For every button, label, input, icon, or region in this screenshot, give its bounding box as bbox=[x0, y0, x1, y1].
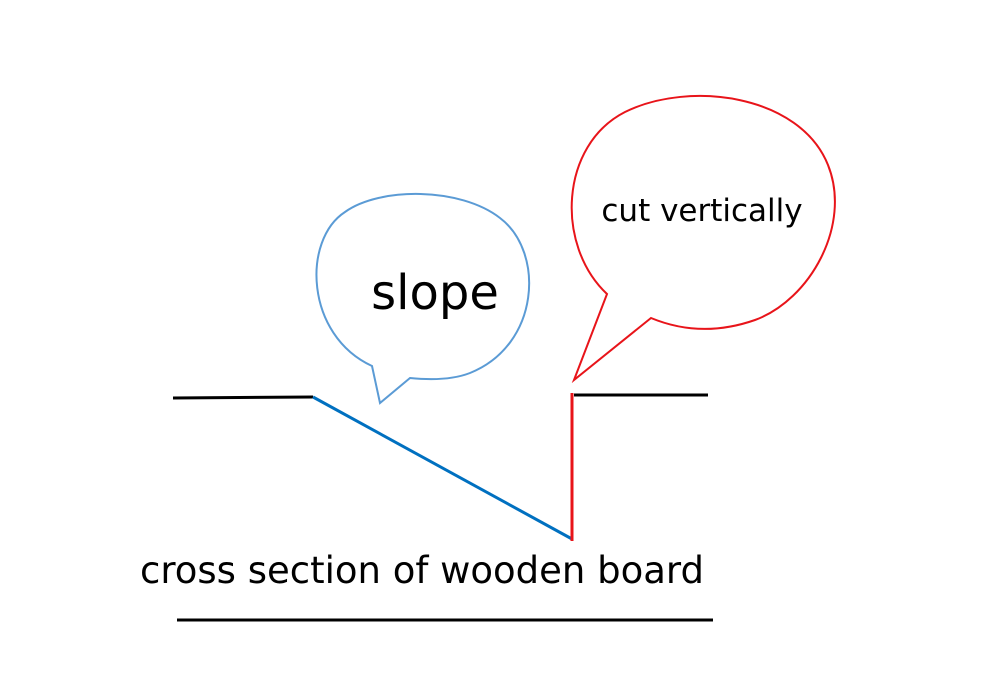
slope-line bbox=[312, 395, 573, 541]
slope-callout-bubble bbox=[315, 193, 531, 405]
cut-callout-text: cut vertically bbox=[601, 193, 802, 229]
board-surface-left-line bbox=[172, 395, 314, 400]
cut-callout-bubble bbox=[570, 95, 836, 384]
slope-callout-text: slope bbox=[371, 265, 499, 321]
board-caption: cross section of wooden board bbox=[140, 549, 704, 592]
